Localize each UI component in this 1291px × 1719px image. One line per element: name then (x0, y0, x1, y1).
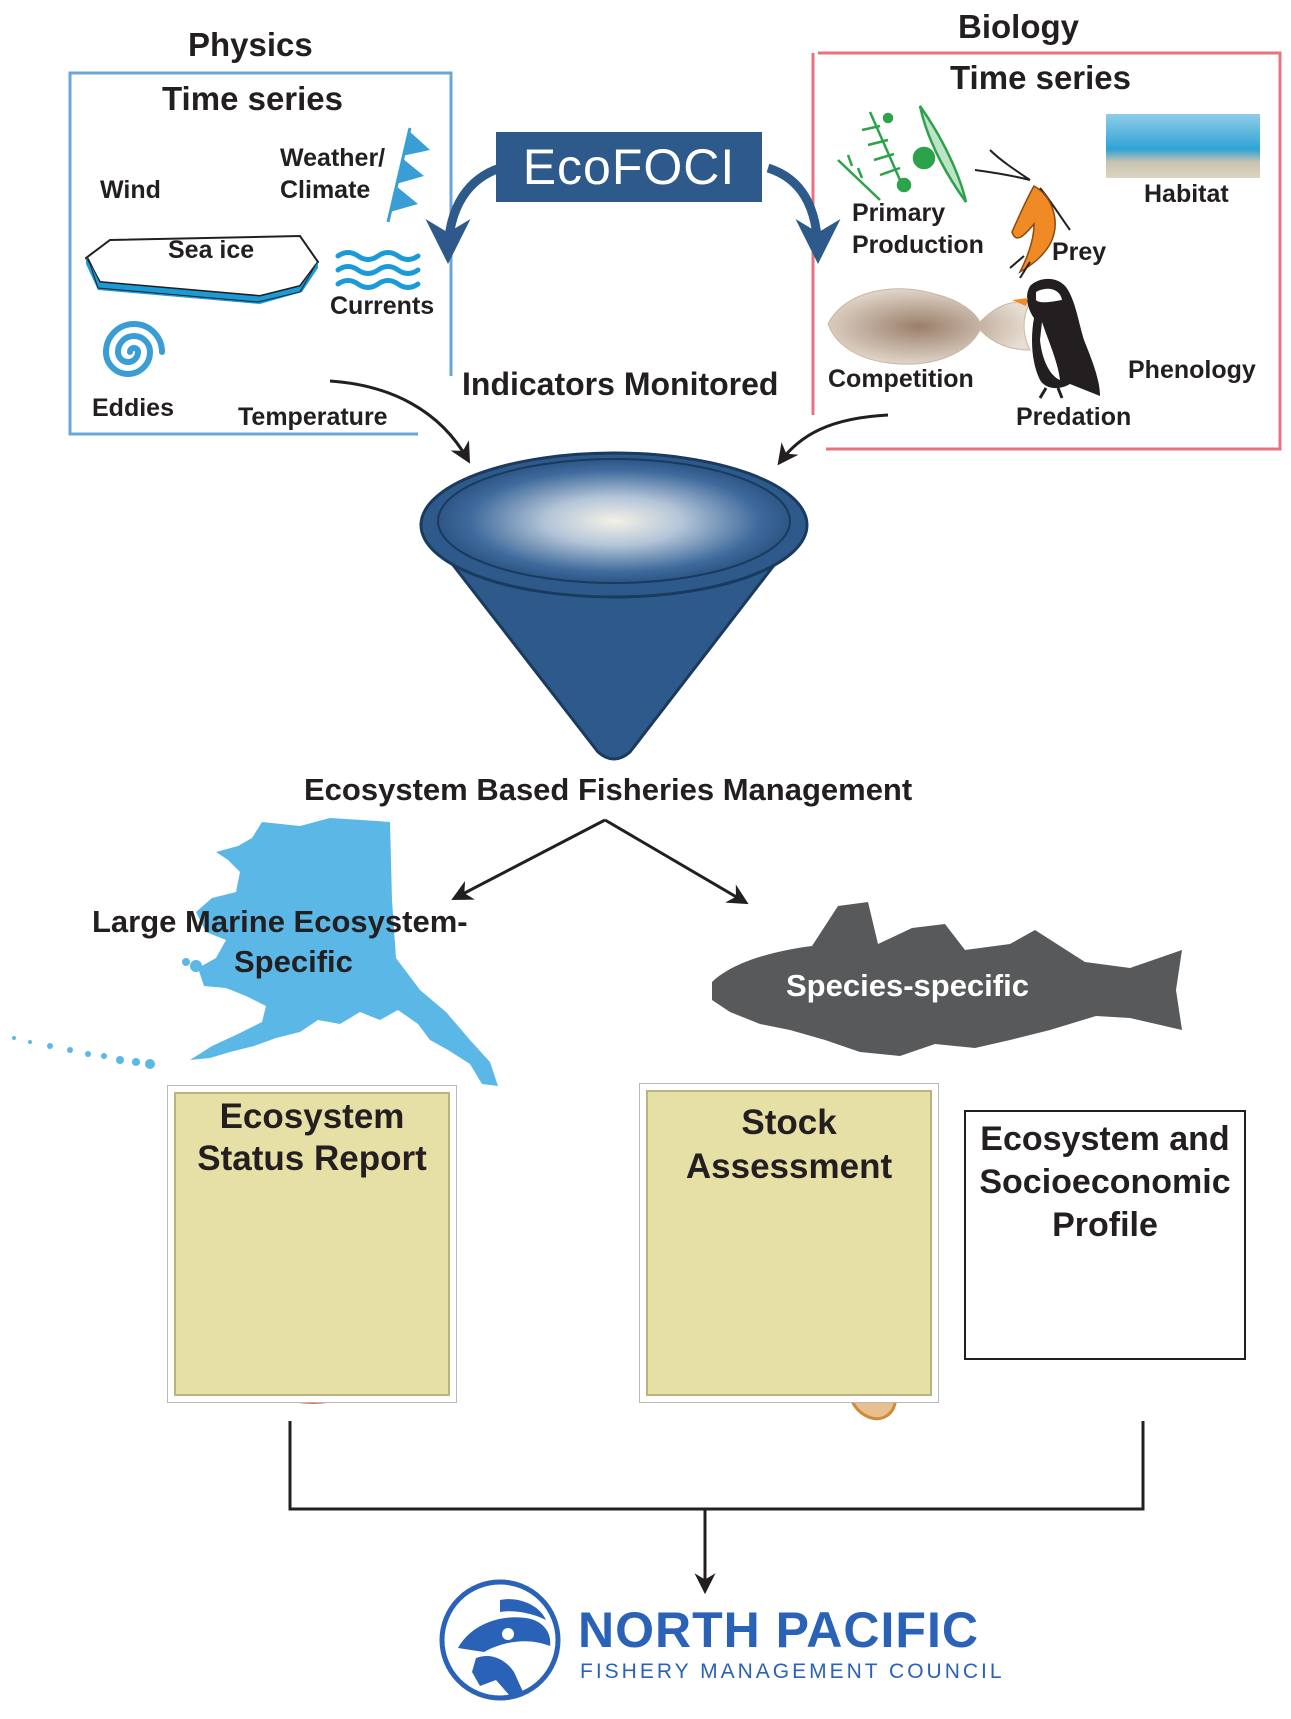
biology-heading: Biology (958, 8, 1079, 45)
esr-title-line1: Ecosystem (219, 1097, 405, 1136)
species-specific-label: Species-specific (786, 968, 1029, 1003)
products-to-council-connector (288, 1421, 1145, 1511)
ecofoci-box: EcoFOCI (496, 132, 762, 202)
ebfm-label: Ecosystem Based Fisheries Management (304, 772, 913, 807)
ecofoci-arrow-left (425, 163, 502, 264)
phenology-label: Phenology (1128, 356, 1256, 384)
lme-label-line2: Specific (234, 944, 353, 979)
phytoplankton-icon (837, 105, 968, 203)
ebfm-arrow-right (604, 818, 749, 905)
physics-to-funnel-arrow (329, 379, 471, 464)
esp-title-line3: Profile (1052, 1206, 1158, 1244)
habitat-label: Habitat (1144, 180, 1229, 208)
eddy-spiral-icon (102, 321, 165, 377)
primary-production-label-line2: Production (852, 231, 984, 259)
weather-flags-icon (386, 127, 430, 223)
primary-production-label-line1: Primary (852, 199, 946, 227)
biology-subheading: Time series (950, 59, 1132, 96)
weather-label-line1: Weather/ (280, 144, 386, 172)
lme-label-line1: Large Marine Ecosystem- (92, 904, 468, 939)
krill-prey-icon (974, 149, 1071, 279)
council-emblem-icon (439, 1579, 561, 1701)
sea-ice-icon (84, 234, 320, 304)
flounder-competition-icon (827, 288, 1031, 365)
indicators-monitored-label: Indicators Monitored (462, 366, 779, 402)
temperature-label: Temperature (238, 403, 388, 431)
physics-heading: Physics (188, 26, 313, 63)
esp-title-line2: Socioeconomic (979, 1163, 1231, 1201)
physics-subheading: Time series (162, 80, 344, 117)
biology-to-funnel-arrow (777, 413, 889, 466)
sa-title-line1: Stock (741, 1103, 837, 1142)
habitat-image-icon (1106, 114, 1260, 178)
esp-card: Ecosystem and Socioeconomic Profile (964, 1110, 1246, 1360)
currents-waves-icon (335, 250, 421, 290)
eddies-label: Eddies (92, 394, 174, 422)
council-name: NORTH PACIFIC (578, 1602, 979, 1658)
predation-label: Predation (1016, 403, 1132, 431)
pollock-silhouette-icon (712, 902, 1182, 1056)
stock-assessment-card: Stock Assessment (646, 1090, 932, 1396)
weather-label-line2: Climate (280, 176, 371, 204)
ecofoci-arrow-right (766, 163, 841, 264)
sea-ice-label: Sea ice (168, 236, 255, 264)
ecofoci-label: EcoFOCI (522, 139, 736, 195)
ecosystem-status-report-card: Ecosystem Status Report (174, 1092, 450, 1396)
prey-label: Prey (1052, 238, 1107, 266)
currents-label: Currents (330, 292, 435, 320)
ebfm-arrow-left (451, 818, 606, 900)
wind-label: Wind (100, 176, 161, 204)
physics-box-border (68, 71, 453, 436)
esr-title-line2: Status Report (197, 1139, 427, 1178)
competition-label: Competition (828, 365, 974, 393)
sa-title-line2: Assessment (685, 1147, 893, 1186)
esp-title-line1: Ecosystem and (980, 1120, 1230, 1158)
puffin-predation-icon (1012, 278, 1100, 399)
alaska-map-icon (12, 818, 498, 1086)
indicator-funnel (418, 451, 809, 761)
council-subtitle: FISHERY MANAGEMENT COUNCIL (580, 1660, 1005, 1683)
